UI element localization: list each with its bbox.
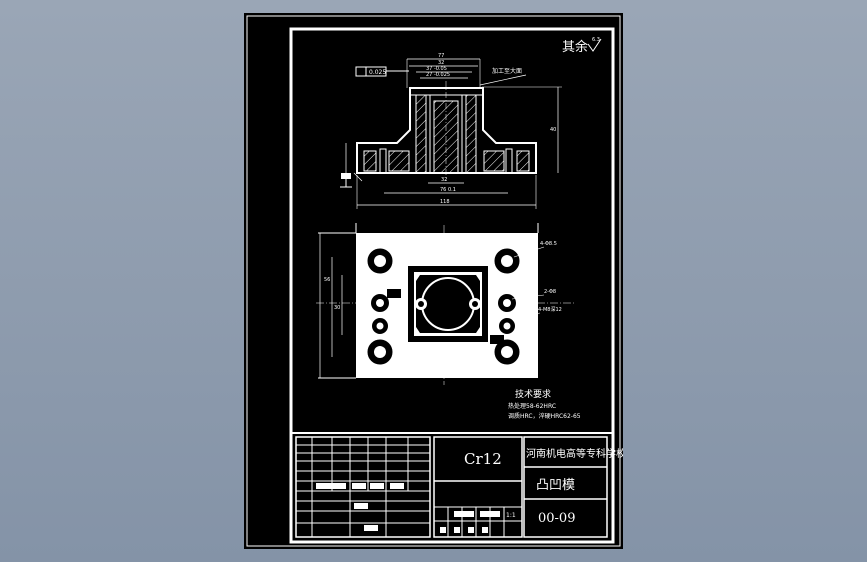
dim-bottom-small: 32 [441,177,447,183]
roughness-value: 6.3 [592,37,600,43]
school-name: 河南机电高等专科学校 [526,447,623,460]
callout-finish: 加工至大面 [492,67,522,75]
tolerance-value: 0.025 [369,69,386,76]
roughness-note: 其余 [562,39,588,55]
drawing-sheet: 其余 6.3 0.025 77 32 37 -0.05 27 -0.025 加工… [244,13,623,549]
dim-top-2: 32 [438,60,444,66]
dim-left-mid: 30 [334,305,340,311]
hatch-left-wall [415,94,427,174]
part-outline [356,87,537,174]
datum-marker [341,173,351,179]
dim-bottom-overall: 118 [440,199,450,205]
cad-drawing: 其余 6.3 0.025 77 32 37 -0.05 27 -0.025 加工… [246,15,623,547]
dim-top-3: 37 -0.05 [426,66,447,72]
hole-callout-3: 4-M8深12 [538,306,562,313]
hatch-right-wall [465,94,477,174]
section-view: 0.025 77 32 37 -0.05 27 -0.025 加工至大面 40 [340,53,562,209]
hole-callout-1: 4-Φ8.5 [540,241,557,247]
roughness-symbol [587,38,602,52]
dim-top-4: 27 -0.025 [426,72,450,78]
tech-title: 技术要求 [515,388,551,400]
tech-line-2: 调质HRC，淬硬HRC62-65 [508,412,581,420]
plan-view: 56 30 [316,223,574,385]
material: Cr12 [464,450,502,468]
slot-left [387,289,401,298]
outer-border [246,15,621,547]
slot-right [490,335,504,344]
inner-border [289,27,615,544]
scale: 1:1 [506,512,516,519]
dim-top-1: 77 [438,53,444,59]
dim-bottom-mid: 76 0.1 [440,187,456,193]
title-block [291,432,613,538]
drawing-number: 00-09 [538,511,575,526]
title-block-fills [316,483,500,533]
part-name: 凸凹模 [536,478,575,493]
hole-callout-2: 2-Φ8 [544,289,556,295]
dim-left-top: 56 [324,277,330,283]
die-bore [421,277,475,331]
dim-vertical: 40 [550,127,556,133]
tech-line-1: 热处理58-62HRC [508,402,556,410]
